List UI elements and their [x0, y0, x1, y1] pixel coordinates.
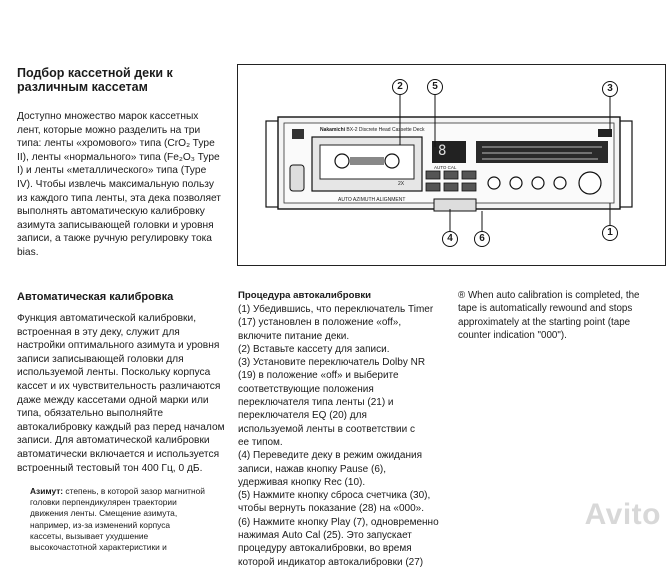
section-heading-auto-calibration: Автоматическая калибровка	[17, 291, 174, 303]
intro-paragraph: Доступно множество марок кассетных лент,…	[17, 111, 221, 258]
completion-note: ® When auto calibration is completed, th…	[458, 290, 640, 341]
azimuth-footnote: Азимут: степень, в которой зазор магнитн…	[30, 486, 220, 553]
procedure-heading: Процедура автокалибровки	[238, 290, 372, 301]
counter-display: 8	[438, 143, 447, 159]
callout-4: 4	[442, 231, 458, 247]
step-6: (6) Нажмите кнопку Play (7), одновременн…	[238, 516, 439, 568]
deck-illustration	[265, 93, 633, 231]
procedure-steps: (1) Убедившись, что переключатель Timer …	[238, 303, 460, 569]
deck-figure: 2 5 3 1 4 6 Nakamichi BX-2 Discrete Head…	[237, 64, 666, 266]
callout-6: 6	[474, 231, 490, 247]
step-5: (5) Нажмите кнопку сброса счетчика (30),…	[238, 490, 431, 515]
step-2: (2) Вставьте кассету для записи.	[238, 343, 390, 355]
step-3: (3) Установите переключатель Dolby NR (1…	[238, 357, 426, 448]
auto-calibration-paragraph: Функция автоматической калибровки, встро…	[17, 313, 225, 474]
avito-watermark: Avito	[584, 498, 661, 531]
callout-1: 1	[602, 225, 618, 241]
cassette-label: 2X	[398, 181, 405, 187]
callout-5: 5	[427, 79, 443, 95]
deck-brand: Nakamichi BX-2 Discrete Head Cassette De…	[320, 127, 425, 133]
deck-brand-name: Nakamichi	[320, 127, 346, 133]
section-heading-tape-matching: Подбор кассетной деки к различным кассет…	[17, 66, 173, 94]
callout-3: 3	[602, 81, 618, 97]
azimuth-term: Азимут:	[30, 486, 64, 496]
deck-model: BX-2 Discrete Head Cassette Deck	[346, 127, 425, 133]
azimuth-label: AUTO AZIMUTH ALIGNMENT	[338, 197, 406, 203]
step-1: (1) Убедившись, что переключатель Timer …	[238, 304, 434, 342]
auto-cal-label: AUTO CAL	[434, 165, 457, 170]
callout-2: 2	[392, 79, 408, 95]
step-4: (4) Переведите деку в режим ожидания зап…	[238, 450, 422, 488]
